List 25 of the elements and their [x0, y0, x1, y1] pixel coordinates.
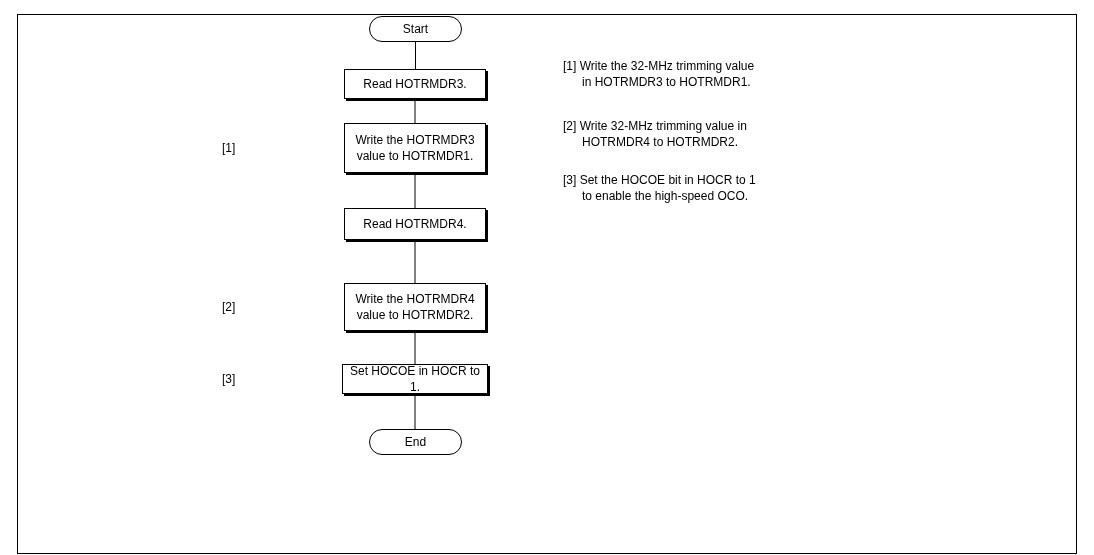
process-box [344, 208, 486, 240]
node-text: Write the HOTRMDR3 value to HOTRMDR1. [354, 132, 476, 164]
step-note: [1] Write the 32-MHz trimming value in HOTRMDR3 to HOTRMDR1. [563, 58, 756, 90]
step-number: [2] [222, 299, 236, 315]
node-text: Read HOTRMDR4. [362, 216, 468, 232]
node-text: End [403, 434, 428, 450]
connector-line [414, 393, 416, 430]
connector-line [414, 172, 416, 209]
process-box [344, 69, 486, 99]
process-box [344, 283, 486, 331]
terminal-pill [369, 429, 462, 455]
step-number: [1] [222, 140, 236, 156]
node-text: Set HOCOE in HOCR to 1. [349, 363, 481, 395]
node-text: Write the HOTRMDR4 value to HOTRMDR2. [354, 291, 476, 323]
node-text: Start [401, 21, 430, 37]
step-note: [3] Set the HOCOE bit in HOCR to 1 to enable the high-speed OCO. [563, 172, 757, 204]
connector-line [415, 41, 416, 70]
step-note: [2] Write 32-MHz trimming value in HOTRMDR4 to HOTRMDR2. [563, 118, 748, 150]
terminal-pill [369, 16, 462, 42]
connector-line [414, 330, 416, 365]
connector-line [414, 98, 416, 124]
connector-line [414, 239, 416, 284]
process-box [344, 123, 486, 173]
step-number: [3] [222, 371, 236, 387]
node-text: Read HOTRMDR3. [362, 76, 468, 92]
